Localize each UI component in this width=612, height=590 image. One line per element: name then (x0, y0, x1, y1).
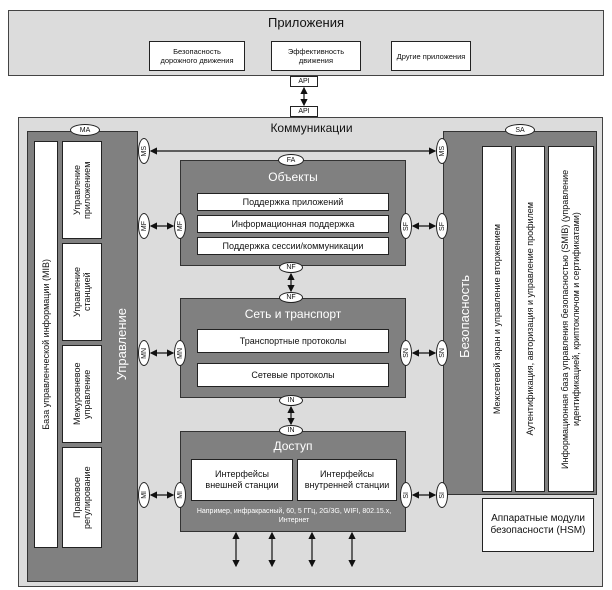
objects-session-support: Поддержка сессии/коммуникации (197, 237, 389, 255)
mib-label: База управленческой информации (MIB) (41, 259, 51, 430)
applications-block: Приложения Безопасность дорожного движен… (8, 10, 604, 76)
iface-mf-left-label: MF (140, 220, 148, 232)
objects-info-support: Информационная поддержка (197, 215, 389, 233)
app-traffic-efficiency: Эффективность движения (271, 41, 361, 71)
mgmt-station-label: Управление станцией (72, 266, 92, 318)
management-ma-oval: MA (70, 124, 100, 136)
mgmt-application: Управление приложением (62, 141, 102, 239)
sec-firewall: Межсетевой экран и управление вторжением (482, 146, 512, 492)
management-title: Управление (113, 308, 129, 381)
access-block: Доступ Интерфейсы внешней станции Интерф… (180, 431, 406, 532)
iface-mn-right-label: MN (176, 347, 184, 359)
iface-si-right-label: SI (438, 491, 446, 499)
api-bottom-box: API (290, 106, 318, 117)
iface-mi-right: MI (174, 482, 186, 508)
objects-fa-oval: FA (278, 154, 304, 166)
management-mib-box: База управленческой информации (MIB) (34, 141, 58, 548)
iface-ms-left: MS (138, 138, 150, 164)
sec-firewall-label: Межсетевой экран и управление вторжением (492, 223, 502, 415)
iface-mn-left-label: MN (140, 347, 148, 359)
iface-ms-right-label: MS (438, 145, 446, 157)
sec-auth: Аутентификация, авторизация и управление… (515, 146, 545, 492)
access-note: Например, инфракрасный, 60, 5 ГГц, 2G/3G… (196, 508, 392, 524)
iface-sf-left: SF (400, 213, 412, 239)
sec-smib-label: Информационная база управления безопасно… (560, 169, 581, 469)
api-top-box: API (290, 76, 318, 87)
objects-block: Объекты Поддержка приложений Информацион… (180, 160, 406, 266)
iface-ms-right: MS (436, 138, 448, 164)
mgmt-station: Управление станцией (62, 243, 102, 341)
mgmt-cross-layer-label: Межуровневое управление (72, 362, 92, 426)
communications-title: Коммуникации (270, 121, 353, 135)
iface-mi-left: MI (138, 482, 150, 508)
iface-sf-right-label: SF (438, 221, 446, 231)
iface-mf-right: MF (174, 213, 186, 239)
app-other: Другие приложения (391, 41, 471, 71)
iface-sn-right: SN (436, 340, 448, 366)
network-protocols: Сетевые протоколы (197, 363, 389, 387)
iface-mn-right: MN (174, 340, 186, 366)
sec-auth-label: Аутентификация, авторизация и управление… (525, 202, 535, 436)
objects-title: Объекты (268, 170, 318, 184)
iface-ms-left-label: MS (140, 145, 148, 157)
management-title-area: Управление (106, 141, 136, 548)
network-nf-top-oval: NF (279, 262, 303, 273)
access-in-top-oval: IN (279, 395, 303, 406)
app-road-safety: Безопасность дорожного движения (149, 41, 245, 71)
objects-app-support: Поддержка приложений (197, 193, 389, 211)
iface-mn-left: MN (138, 340, 150, 366)
iface-sf-left-label: SF (402, 221, 410, 231)
sec-hsm: Аппаратные модули безопасности (HSM) (482, 498, 594, 552)
network-nf-bottom-oval: NF (279, 292, 303, 303)
iface-mf-left: MF (138, 213, 150, 239)
mgmt-regulatory: Правовое регулирование (62, 447, 102, 548)
iface-mi-left-label: MI (140, 491, 148, 499)
iface-sn-left: SN (400, 340, 412, 366)
iface-si-left-label: SI (402, 491, 410, 499)
applications-title: Приложения (267, 14, 345, 30)
mgmt-application-label: Управление приложением (72, 161, 92, 219)
network-block: Сеть и транспорт Транспортные протоколы … (180, 298, 406, 398)
access-title: Доступ (273, 439, 313, 453)
security-title: Безопасность (456, 274, 472, 358)
access-internal: Интерфейсы внутренней станции (297, 459, 397, 501)
iface-sn-right-label: SN (438, 348, 446, 358)
iface-mi-right-label: MI (176, 491, 184, 499)
security-sa-oval: SA (505, 124, 535, 136)
iface-sf-right: SF (436, 213, 448, 239)
iface-sn-left-label: SN (402, 348, 410, 358)
iface-mf-right-label: MF (176, 220, 184, 232)
access-external: Интерфейсы внешней станции (191, 459, 293, 501)
sec-smib: Информационная база управления безопасно… (548, 146, 594, 492)
iface-si-right: SI (436, 482, 448, 508)
network-title: Сеть и транспорт (244, 307, 342, 321)
iface-si-left: SI (400, 482, 412, 508)
security-title-area: Безопасность (449, 141, 479, 491)
mgmt-cross-layer: Межуровневое управление (62, 345, 102, 443)
network-transport: Транспортные протоколы (197, 329, 389, 353)
mgmt-regulatory-label: Правовое регулирование (72, 466, 92, 529)
access-in-bottom-oval: IN (279, 425, 303, 436)
